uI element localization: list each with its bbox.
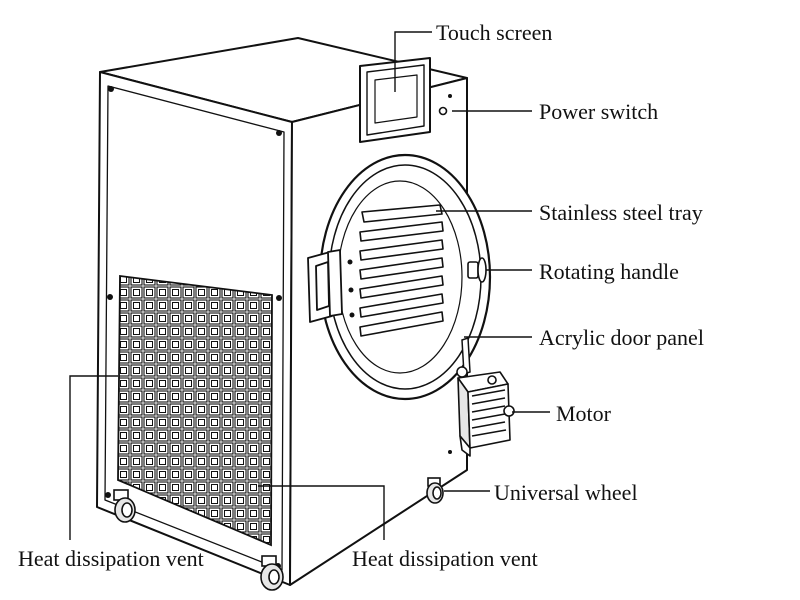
heat-vent-grille (117, 274, 273, 547)
label-universal-wheel: Universal wheel (494, 480, 638, 505)
label-heat-vent-right: Heat dissipation vent (352, 546, 538, 571)
universal-wheels (113, 477, 444, 591)
leader-vent-left (69, 375, 118, 540)
label-rotating-handle: Rotating handle (539, 259, 679, 284)
door-hinge (307, 249, 343, 323)
touch-screen-panel (359, 57, 431, 143)
label-stainless-steel-tray: Stainless steel tray (539, 200, 703, 225)
label-power-switch: Power switch (539, 99, 659, 124)
leader-vent-right (258, 485, 385, 540)
power-switch-button (438, 106, 448, 116)
stainless-steel-trays (359, 204, 444, 337)
label-touch-screen: Touch screen (436, 20, 553, 45)
rotating-handle-knob (467, 257, 487, 283)
motor-unit (457, 371, 515, 457)
leader-lines (69, 31, 550, 540)
label-acrylic-door-panel: Acrylic door panel (539, 325, 704, 350)
leader-touch-screen (394, 31, 432, 92)
label-heat-vent-left: Heat dissipation vent (18, 546, 204, 571)
label-motor: Motor (556, 401, 611, 426)
